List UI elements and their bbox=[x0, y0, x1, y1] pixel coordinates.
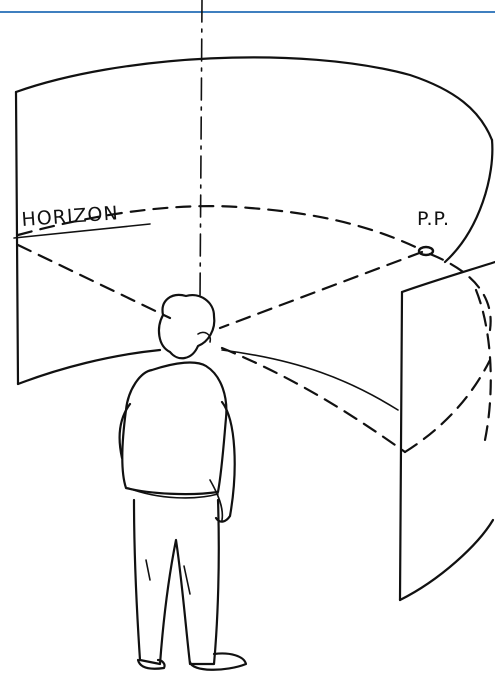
observer-left-arm bbox=[120, 404, 130, 458]
sight-line-bottom-arc bbox=[405, 360, 490, 452]
horizon-label: HORIZON bbox=[21, 202, 120, 231]
pp-point-marker bbox=[419, 247, 433, 255]
sight-line-right-upper bbox=[220, 252, 422, 328]
observer-trousers bbox=[134, 500, 219, 664]
pp-label: P.P. bbox=[417, 208, 450, 230]
observer-head bbox=[159, 295, 214, 358]
sight-line-left-upper bbox=[18, 245, 170, 318]
cylinder-top-arc bbox=[16, 57, 492, 140]
observer-pocket-hand bbox=[210, 480, 222, 520]
observer-jacket bbox=[122, 363, 226, 495]
cylinder-right-curve-top bbox=[445, 140, 492, 262]
front-panel-left-edge bbox=[400, 292, 402, 600]
sight-line-right-lower bbox=[222, 348, 405, 452]
vertical-axis-line bbox=[200, 0, 202, 300]
front-panel-bottom-curve bbox=[400, 520, 493, 600]
front-panel-top-curve bbox=[402, 262, 495, 292]
observer-right-shoe bbox=[190, 653, 246, 669]
